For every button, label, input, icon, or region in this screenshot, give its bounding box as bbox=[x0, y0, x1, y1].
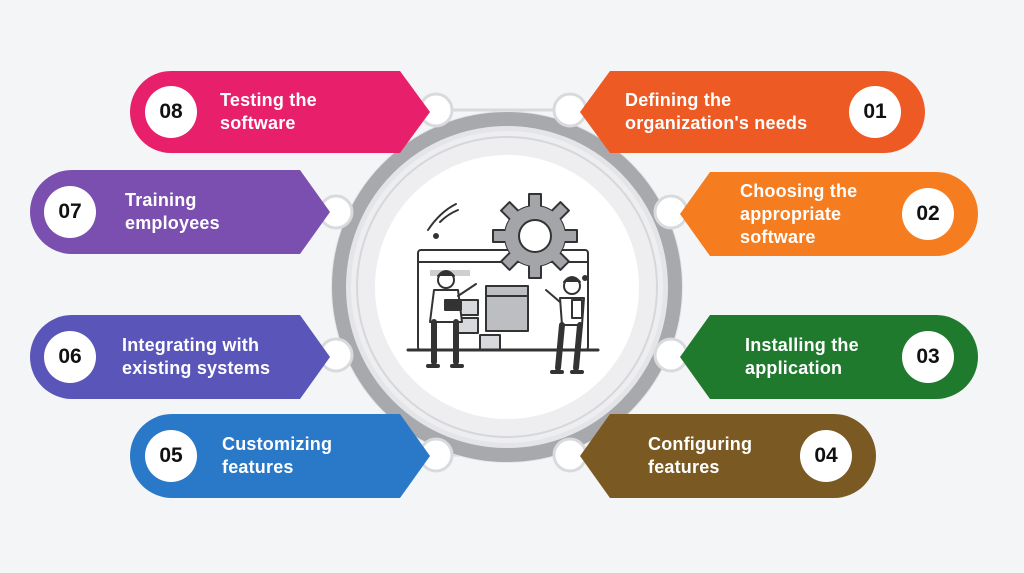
step-label-training-employees: Training employees bbox=[125, 189, 220, 235]
step-label-line: software bbox=[220, 113, 296, 133]
step-number-01: 01 bbox=[849, 86, 901, 138]
step-label-line: Testing the bbox=[220, 90, 317, 110]
step-banner-defining-needs bbox=[580, 71, 925, 153]
step-number-05: 05 bbox=[145, 430, 197, 482]
step-number-07: 07 bbox=[44, 186, 96, 238]
step-banner-training-employees bbox=[30, 170, 330, 254]
step-label-line: Training bbox=[125, 190, 197, 210]
step-banner-customizing-features bbox=[130, 414, 430, 498]
step-number-08: 08 bbox=[145, 86, 197, 138]
gear-and-people-icon bbox=[406, 193, 600, 374]
step-label-line: Defining the bbox=[625, 90, 732, 110]
step-banner-integrating-systems bbox=[30, 315, 330, 399]
step-label-line: organization's needs bbox=[625, 113, 808, 133]
step-label-line: features bbox=[648, 457, 720, 477]
step-label-line: Configuring bbox=[648, 434, 753, 454]
step-label-line: application bbox=[745, 358, 843, 378]
step-label-line: employees bbox=[125, 213, 220, 233]
step-label-line: Integrating with bbox=[122, 335, 260, 355]
step-number-06: 06 bbox=[44, 331, 96, 383]
step-label-customizing-features: Customizing features bbox=[222, 433, 332, 479]
step-label-line: appropriate bbox=[740, 203, 842, 224]
step-label-defining-needs: Defining the organization's needs bbox=[625, 89, 807, 135]
step-banner-testing-software bbox=[130, 71, 430, 153]
step-label-line: Customizing bbox=[222, 434, 333, 454]
step-banner-configuring-features bbox=[580, 414, 876, 498]
step-banner-installing-application bbox=[680, 315, 978, 399]
step-label-line: software bbox=[740, 226, 816, 247]
step-label-installing-application: Installing the application bbox=[745, 334, 859, 380]
step-number-04: 04 bbox=[800, 430, 852, 482]
step-label-integrating-systems: Integrating with existing systems bbox=[122, 334, 270, 380]
step-number-02: 02 bbox=[902, 188, 954, 240]
step-label-testing-software: Testing the software bbox=[220, 89, 317, 135]
step-label-line: existing systems bbox=[122, 358, 271, 378]
step-number-03: 03 bbox=[902, 331, 954, 383]
step-label-line: features bbox=[222, 457, 294, 477]
step-label-configuring-features: Configuring features bbox=[648, 433, 752, 479]
step-label-line: Choosing the bbox=[740, 180, 858, 201]
step-label-line: Installing the bbox=[745, 335, 859, 355]
step-banner-choosing-software bbox=[680, 172, 978, 256]
step-banners bbox=[30, 71, 978, 498]
